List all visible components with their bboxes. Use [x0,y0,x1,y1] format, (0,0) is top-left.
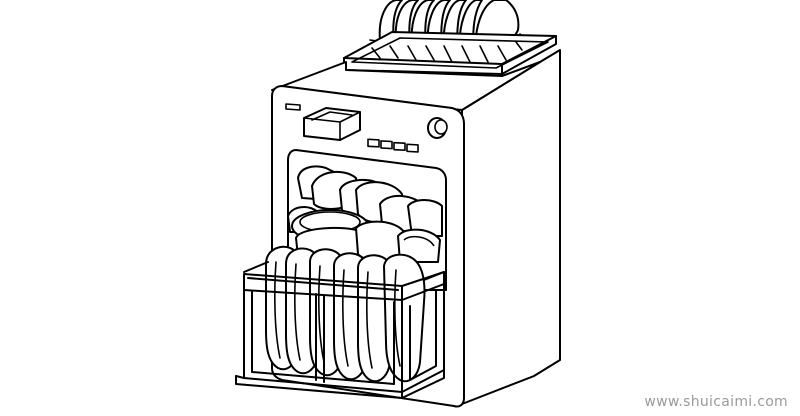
watermark-text: www.shuicaimi.com [644,394,788,410]
control-panel [285,103,448,153]
program-buttons [367,138,419,153]
lower-plates [265,245,426,383]
dial-knob [427,117,448,139]
lower-basket [235,245,445,399]
detergent-drawer [303,107,361,141]
cups-and-bowls [287,165,443,263]
top-plate-rack [343,0,557,75]
basket-frame [235,261,445,399]
power-indicator [285,103,301,111]
